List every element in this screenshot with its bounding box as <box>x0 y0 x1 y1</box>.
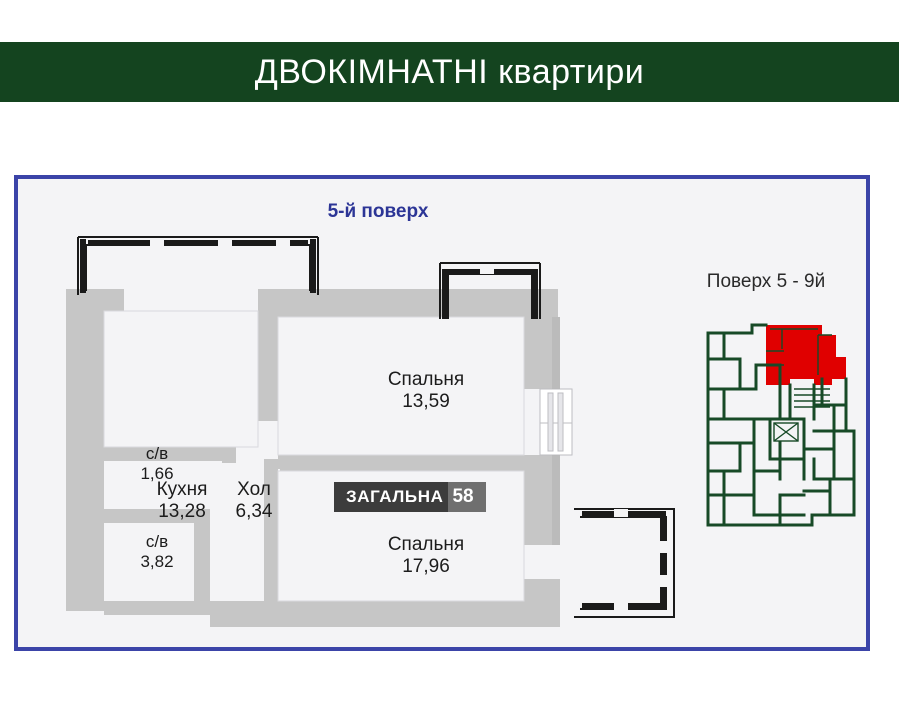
floor-title: 5-й поверх <box>327 201 429 222</box>
header-banner: ДВОКІМНАТНІ квартири <box>0 42 899 102</box>
floorplan-panel: 5-й поверх Поверх 5 - 9й <box>14 175 870 651</box>
floorplan-drawing <box>18 179 866 647</box>
keyplan-stair-hatch <box>794 388 830 408</box>
bedroom-upper-balcony-glazing <box>439 262 541 319</box>
wall-outlines <box>103 310 525 602</box>
kitchen-balcony-glazing <box>77 236 319 295</box>
bedroom-lower-balcony-glazing <box>574 508 675 618</box>
keyplan-lift-icon <box>773 422 799 442</box>
total-area-badge: ЗАГАЛЬНА 58 <box>334 482 486 512</box>
right-window <box>539 388 573 456</box>
building-keyplan[interactable] <box>694 319 862 531</box>
room-interiors <box>104 311 524 601</box>
wall-hatching <box>552 317 560 545</box>
total-area-label: ЗАГАЛЬНА <box>346 487 444 506</box>
keyplan-caption: Поверх 5 - 9й <box>706 271 826 292</box>
page-title: ДВОКІМНАТНІ квартири <box>254 52 645 91</box>
keyplan-walls <box>706 323 856 527</box>
apartment-walls <box>66 289 560 627</box>
total-area-value: 58 <box>448 482 486 512</box>
